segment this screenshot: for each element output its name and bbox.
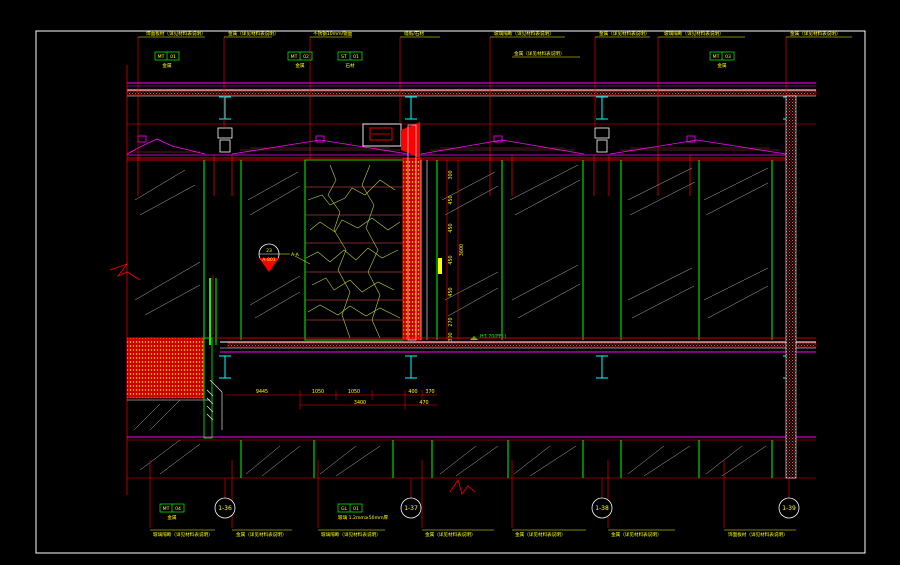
top-tag-2: MT 02 金属: [287, 51, 313, 69]
grid-label-4: 1-39: [782, 505, 796, 512]
top-annotation-7: 玻璃隔断（详见材料表说明）: [664, 30, 724, 37]
dim-v-1: 300: [448, 170, 454, 179]
bottom-annotation-4: 金属（详见材料表说明）: [425, 531, 476, 538]
lower-ceiling-bracket: [206, 379, 223, 430]
top-tag-4-right: 03: [725, 54, 731, 60]
section-symbol-top: 23: [266, 248, 272, 254]
top-tag-1-left: MT: [158, 54, 165, 60]
top-tag-3-right: 01: [353, 54, 359, 60]
top-tag-3-left: ST: [341, 54, 347, 60]
top-tag-2-left: MT: [291, 54, 298, 60]
top-annotations: 饰面板材（详见材料表说明） 金属（详见材料表说明） 不锈钢10mm/镜面 墙纸/…: [137, 30, 852, 160]
light-fixtures: [137, 135, 696, 143]
dim-h-total-2: 470: [419, 400, 428, 406]
dim-h-1: 9445: [256, 389, 268, 395]
top-annotation-1: 饰面板材（详见材料表说明）: [146, 30, 206, 37]
hvac-unit: [362, 122, 420, 158]
dim-v-3: 450: [448, 223, 454, 232]
left-post: [209, 278, 217, 345]
ceiling-beams: [219, 96, 795, 120]
bottom-annotation-2: 金属（详见材料表说明）: [236, 531, 287, 538]
dim-v-4: 450: [448, 255, 454, 264]
grid-bubbles: 1-36 1-37 1-38 1-39: [214, 478, 800, 519]
lower-beams: [219, 355, 795, 379]
dim-v-7: 300: [448, 332, 454, 341]
bottom-tag-1-left: MT: [163, 506, 170, 512]
bottom-tag-1: MT 04 金属: [159, 503, 185, 521]
horizontal-dimension: 9445 1050 1050 400 370 3400 470: [225, 389, 437, 410]
level-mark-text: H3.70(FFL): [480, 334, 506, 340]
top-annotation-6: 金属（详见材料表说明）: [599, 30, 650, 37]
top-annotation-4: 墙纸/石材: [404, 30, 424, 37]
level-mark: H3.70(FFL): [470, 334, 506, 340]
stone-panel: [304, 159, 404, 341]
bottom-tag-2-sub: 玻璃 1.2mm≥50mm厚: [338, 514, 389, 521]
top-tag-3: ST 01 石材: [337, 51, 363, 69]
top-tag-3-sub: 石材: [345, 62, 355, 69]
mid-annotation: 金属（详见材料表说明）: [514, 50, 565, 57]
dim-v-total: 3600: [459, 244, 465, 256]
section-label: A-A: [291, 252, 300, 258]
dim-h-4: 400: [408, 389, 417, 395]
top-tag-4: MT 03 金属: [709, 51, 735, 69]
bottom-annotation-1: 玻璃隔断（详见材料表说明）: [153, 531, 213, 538]
bottom-tag-2: GL 01 玻璃 1.2mm≥50mm厚: [337, 503, 389, 521]
top-material-tags: MT 01 金属 MT 02 金属 ST 01 石材 MT 03 金属: [154, 51, 735, 69]
lower-left-block: [126, 337, 213, 475]
dim-v-2: 450: [448, 195, 454, 204]
vertical-dimension: 300 450 450 450 450 270 300 3600: [438, 160, 465, 342]
bottom-annotation-7: 饰面板材（详见材料表说明）: [728, 531, 788, 538]
top-annotation-2: 金属（详见材料表说明）: [228, 30, 279, 37]
bottom-annotation-5: 金属（详见材料表说明）: [515, 531, 566, 538]
top-annotation-8: 金属（详见材料表说明）: [790, 30, 841, 37]
bottom-tag-1-right: 04: [175, 506, 181, 512]
top-tag-2-right: 02: [303, 54, 309, 60]
grid-label-2: 1-37: [404, 505, 418, 512]
grid-label-3: 1-38: [595, 505, 609, 512]
upper-ceiling-slab: [126, 82, 817, 125]
bottom-tag-2-left: GL: [341, 506, 348, 512]
bottom-tag-1-sub: 金属: [167, 514, 177, 521]
top-tag-1-sub: 金属: [162, 62, 172, 69]
floor-slab: [127, 337, 817, 479]
dim-h-total-1: 3400: [354, 400, 366, 406]
bottom-annotation-6: 金属（详见材料表说明）: [611, 531, 662, 538]
dim-h-3: 1050: [348, 389, 360, 395]
bottom-annotation-3: 玻璃隔断（详见材料表说明）: [321, 531, 381, 538]
top-tag-1-right: 01: [170, 54, 176, 60]
roof-light-hatch: [130, 147, 780, 153]
break-lines: [109, 263, 476, 495]
roof-light-profiles: [126, 138, 787, 159]
hatched-column: [402, 124, 428, 341]
glazing-wall: [126, 65, 786, 495]
bottom-tag-2-right: 01: [353, 506, 359, 512]
top-annotation-3: 不锈钢10mm/镜面: [313, 30, 353, 37]
lower-glazing: [240, 440, 773, 478]
top-tag-4-sub: 金属: [717, 62, 727, 69]
bottom-annotation-leaders: [149, 460, 725, 528]
top-tag-4-left: MT: [713, 54, 720, 60]
grid-label-1: 1-36: [218, 505, 232, 512]
section-symbol: 23 A-801 A-A: [258, 243, 311, 272]
section-symbol-bottom: A-801: [262, 257, 276, 263]
right-wall: [785, 95, 797, 479]
top-tag-2-sub: 金属: [295, 62, 305, 69]
top-tag-1: MT 01 金属: [154, 51, 180, 69]
column-caps: [217, 127, 610, 153]
dim-v-6: 270: [448, 317, 454, 326]
dim-h-2: 1050: [312, 389, 324, 395]
dim-h-5: 370: [425, 389, 434, 395]
drawing-frame: [35, 30, 866, 554]
top-annotation-5: 玻璃隔断（详见材料表说明）: [494, 30, 554, 37]
dim-v-5: 450: [448, 287, 454, 296]
